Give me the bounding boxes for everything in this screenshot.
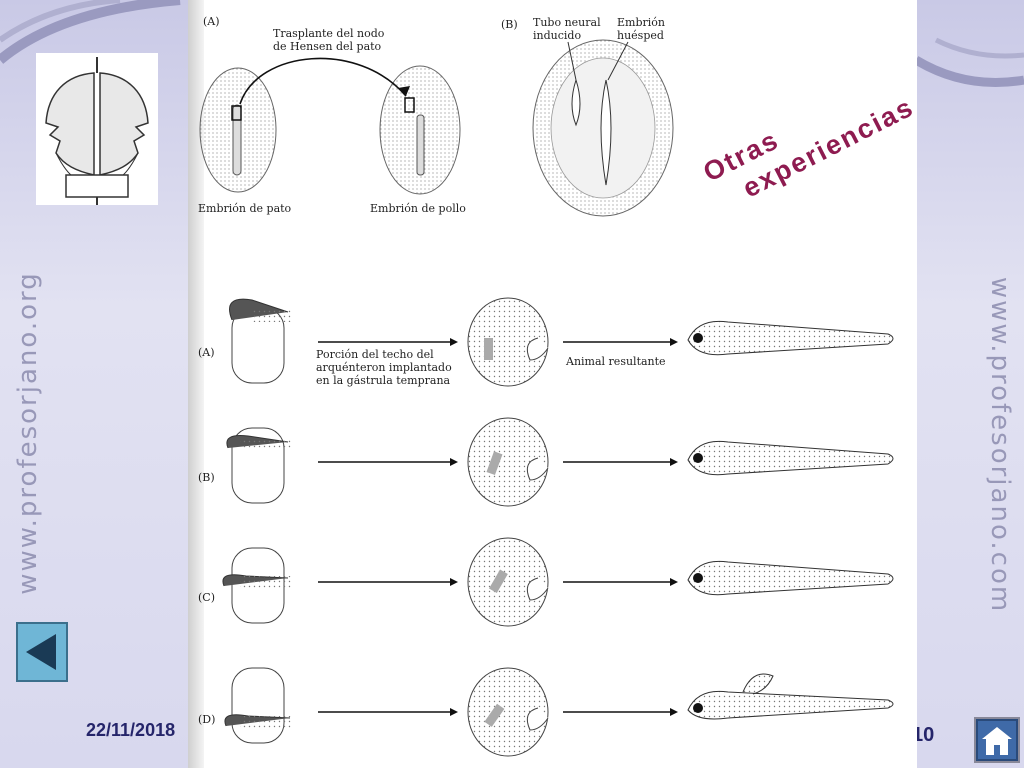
transplant-label-line1: Trasplante del nodo [273, 27, 385, 40]
title-backdrop [688, 55, 898, 215]
website-vertical-left: www.profesorjano.org [12, 271, 43, 595]
corner-swoosh-right [916, 37, 1024, 87]
home-button[interactable] [974, 717, 1020, 763]
row-b-label: (B) [198, 471, 215, 484]
transplant-label-line2: de Hensen del pato [273, 40, 382, 53]
triangle-left-icon [26, 634, 56, 670]
row-d-drawing [224, 667, 894, 757]
page-gutter-shadow [188, 0, 204, 768]
panel-a-label: (A) [203, 15, 220, 28]
host-embryo-line2: huésped [617, 29, 664, 42]
host-embryo-line1: Embrión [617, 16, 665, 29]
induction-rows-drawing [222, 297, 894, 757]
panel-b-label: (B) [501, 18, 518, 31]
website-vertical-right: www.profesorjano.com [985, 276, 1016, 614]
janus-logo [36, 53, 158, 205]
implant-label-line3: en la gástrula temprana [316, 374, 451, 387]
induced-tube-line1: Tubo neural [533, 16, 601, 29]
result-label: Animal resultante [566, 355, 666, 368]
row-c-drawing [222, 537, 894, 627]
implant-label-line1: Porción del techo del [316, 348, 434, 361]
corner-swoosh-left [0, 0, 181, 64]
slide-date: 22/11/2018 [86, 720, 176, 740]
row-a-drawing [229, 297, 894, 387]
row-c-label: (C) [198, 591, 215, 604]
row-d-label: (D) [198, 713, 216, 726]
implant-label-line2: arquénteron implantado [316, 361, 452, 374]
row-b-drawing [226, 417, 894, 507]
home-icon [978, 721, 1016, 759]
chick-embryo-label: Embrión de pollo [370, 202, 466, 215]
row-a-label: (A) [198, 346, 215, 359]
induced-tube-line2: inducido [533, 29, 582, 42]
embryo-transplant-drawing [199, 39, 674, 217]
duck-embryo-label: Embrión de pato [198, 202, 292, 215]
back-button[interactable] [16, 622, 68, 682]
page-number: 10 [912, 724, 935, 746]
